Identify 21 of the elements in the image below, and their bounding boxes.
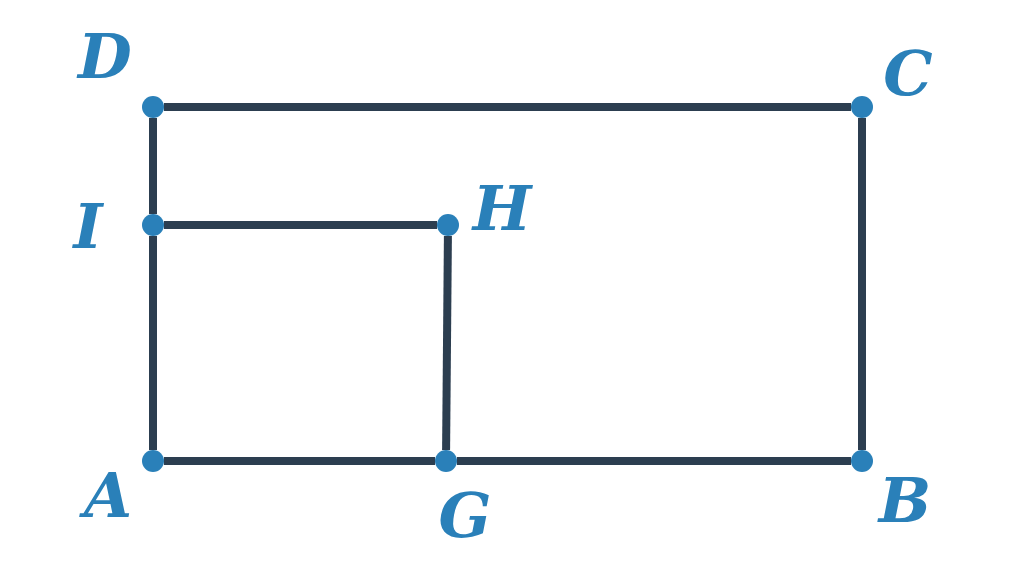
point-label: I — [73, 190, 103, 263]
point-dot — [851, 450, 873, 472]
point-dot — [142, 214, 164, 236]
line-segment — [164, 103, 851, 111]
point-label: H — [472, 172, 532, 245]
point-dot — [851, 96, 873, 118]
line-segment — [858, 118, 866, 450]
point-label: D — [78, 20, 132, 93]
line-segment — [149, 118, 157, 214]
point-dot — [435, 450, 457, 472]
point-label: B — [878, 464, 932, 537]
line-segment — [457, 457, 851, 465]
line-segment — [442, 235, 452, 451]
point-dot — [142, 450, 164, 472]
point-dot — [142, 96, 164, 118]
point-label: C — [883, 37, 933, 110]
line-segment — [149, 236, 157, 450]
line-segment — [164, 457, 435, 465]
point-dot — [437, 214, 459, 236]
line-segment — [164, 221, 437, 229]
point-label: G — [438, 479, 492, 552]
